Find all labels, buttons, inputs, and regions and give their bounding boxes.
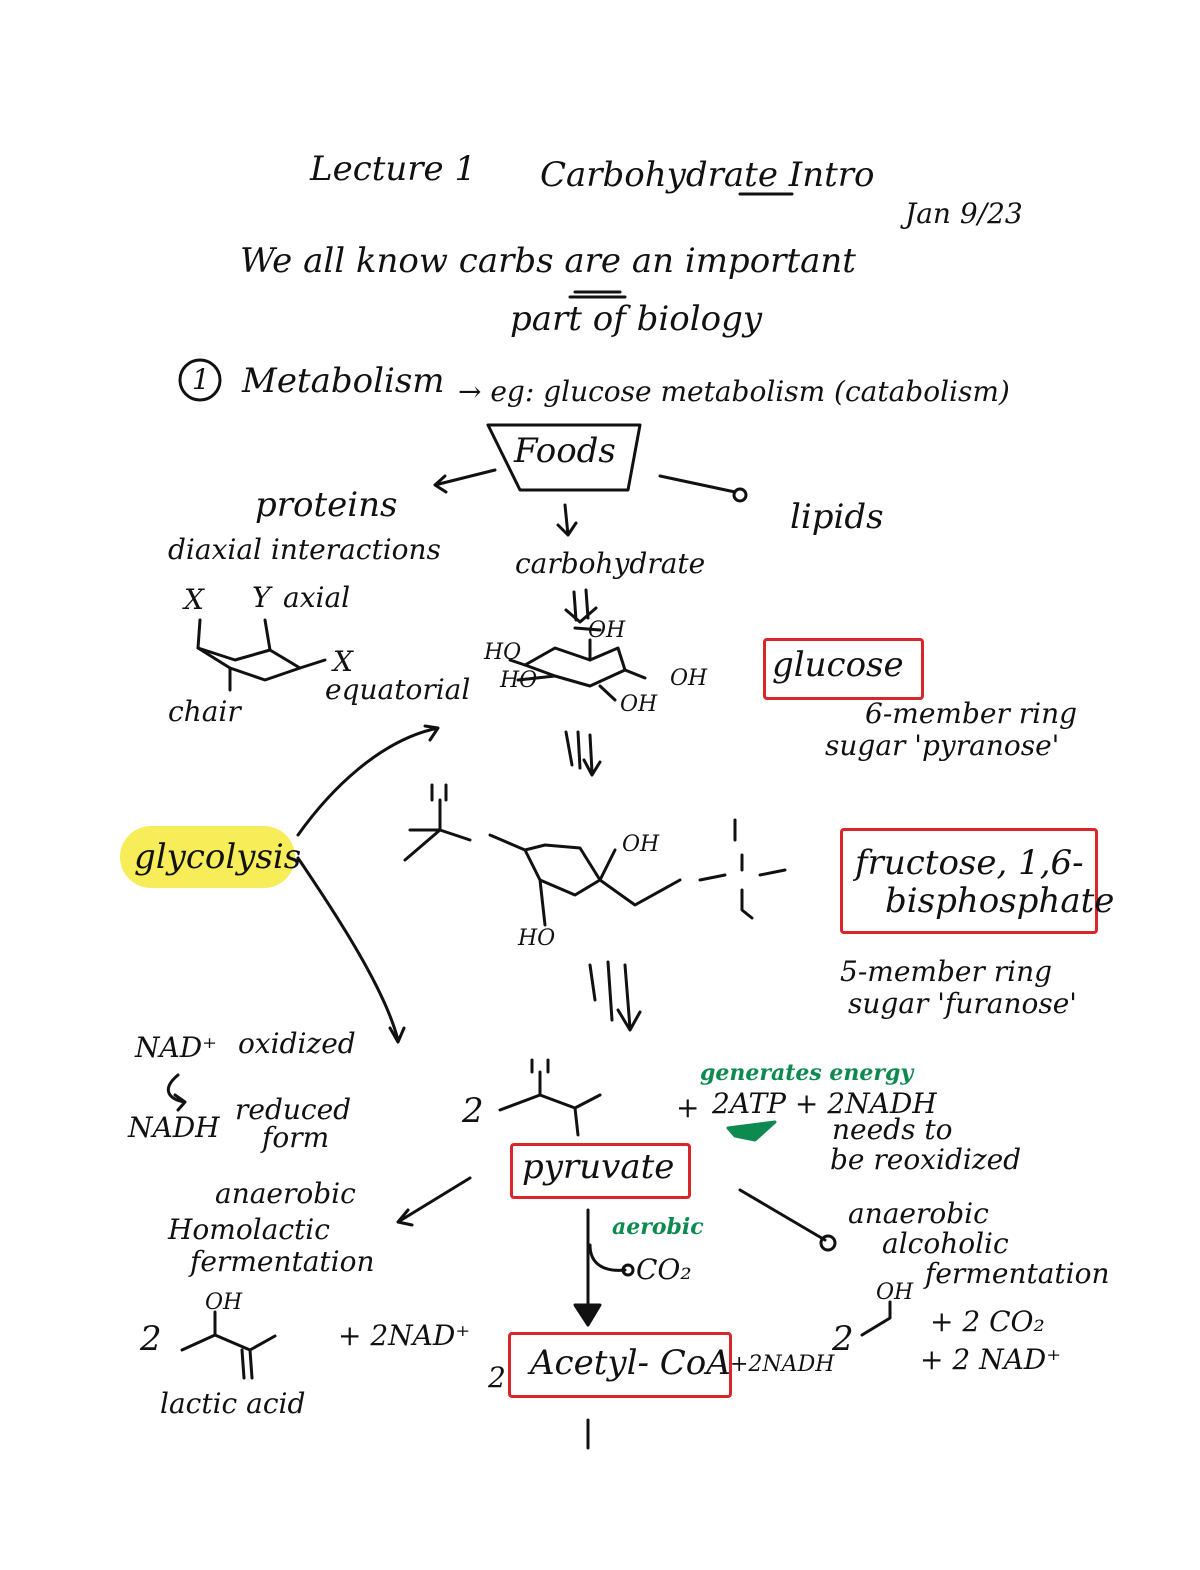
glucose-desc-1: 6-member ring (865, 697, 1078, 730)
glucose-oh-bottom: OH (620, 692, 658, 717)
glucose-ho-1: HO (484, 640, 522, 665)
pyruvate-box (510, 1143, 691, 1199)
alcoholic-line-3: fermentation (925, 1257, 1110, 1290)
lecture-title: Lecture 1 (310, 149, 477, 189)
nadh-label: NADH (128, 1111, 220, 1144)
aerobic-label: aerobic (612, 1214, 704, 1240)
lactic-acid-label: lactic acid (160, 1387, 306, 1420)
ethanol-oh: OH (876, 1280, 914, 1305)
equatorial-label: equatorial (325, 673, 471, 706)
pyruvate-label: pyruvate (522, 1147, 675, 1187)
lactic-oh: OH (205, 1290, 243, 1315)
glucose-ho-2: HO (500, 668, 538, 693)
carbohydrate-label: carbohydrate (515, 547, 706, 580)
intro-line-1: We all know carbs are an important (240, 241, 856, 281)
lactic-coef: 2 (140, 1319, 162, 1359)
topic-title: Carbohydrate Intro (540, 155, 875, 195)
lecture-date: Jan 9/23 (905, 197, 1023, 230)
fructose-desc-2: sugar 'furanose' (848, 987, 1078, 1020)
needs-label-2: be reoxidized (830, 1143, 1022, 1176)
glucose-oh-top: OH (588, 618, 626, 643)
reduced-label: reduced (235, 1093, 352, 1126)
oxidized-label: oxidized (238, 1027, 356, 1060)
chair-x-equatorial: X (333, 645, 353, 678)
fructose-ho: HO (518, 926, 556, 951)
homolactic-line-3: fermentation (190, 1245, 375, 1278)
alcoholic-co2: + 2 CO₂ (930, 1305, 1045, 1338)
lactic-plus-nad: + 2NAD⁺ (338, 1319, 471, 1352)
foods-label: Foods (514, 431, 616, 471)
pyruvate-plus: + (676, 1091, 700, 1124)
lipids-label: lipids (790, 497, 884, 537)
needs-label-1: needs to (832, 1113, 953, 1146)
chair-label: chair (168, 695, 241, 728)
glucose-oh-right: OH (670, 666, 708, 691)
fructose-desc-1: 5-member ring (840, 955, 1053, 988)
pyruvate-coef: 2 (462, 1091, 484, 1131)
acetyl-coef: 2 (488, 1361, 506, 1394)
nad-plus-label: NAD⁺ (135, 1031, 217, 1064)
chair-x-left: X (184, 583, 204, 616)
glycolysis-highlight (120, 826, 295, 888)
generates-energy-label: generates energy (700, 1060, 914, 1086)
homolactic-line-1: anaerobic (215, 1177, 356, 1210)
section-heading: Metabolism (242, 361, 445, 401)
atp-nadh-products: 2ATP + 2NADH (712, 1087, 937, 1120)
chair-y-right: Y (252, 581, 271, 614)
form-label: form (262, 1121, 330, 1154)
diaxial-label: diaxial interactions (168, 533, 441, 566)
glucose-label: glucose (772, 645, 904, 685)
section-number: 1 (192, 363, 210, 396)
fructose-box (840, 828, 1098, 934)
acetyl-coa-label: Acetyl- CoA (530, 1343, 731, 1383)
acetyl-coa-box (508, 1332, 732, 1398)
section-example: → eg: glucose metabolism (catabolism) (458, 375, 1010, 408)
ethanol-coef: 2 (832, 1319, 854, 1359)
acetyl-plus-nadh: +2NADH (730, 1352, 835, 1377)
aerobic-co2: CO₂ (636, 1253, 692, 1286)
proteins-label: proteins (255, 485, 398, 525)
fructose-oh: OH (622, 832, 660, 857)
glycolysis-label: glycolysis (134, 837, 302, 877)
alcoholic-line-1: anaerobic (848, 1197, 989, 1230)
homolactic-line-2: Homolactic (168, 1213, 330, 1246)
glucose-desc-2: sugar 'pyranose' (825, 729, 1060, 762)
glucose-box (763, 638, 924, 700)
alcoholic-line-2: alcoholic (882, 1227, 1009, 1260)
intro-line-2: part of biology (510, 299, 763, 339)
alcoholic-nad: + 2 NAD⁺ (920, 1343, 1062, 1376)
fructose-label-2: bisphosphate (885, 881, 1115, 921)
axial-label: axial (283, 581, 351, 614)
fructose-label-1: fructose, 1,6- (855, 843, 1084, 883)
